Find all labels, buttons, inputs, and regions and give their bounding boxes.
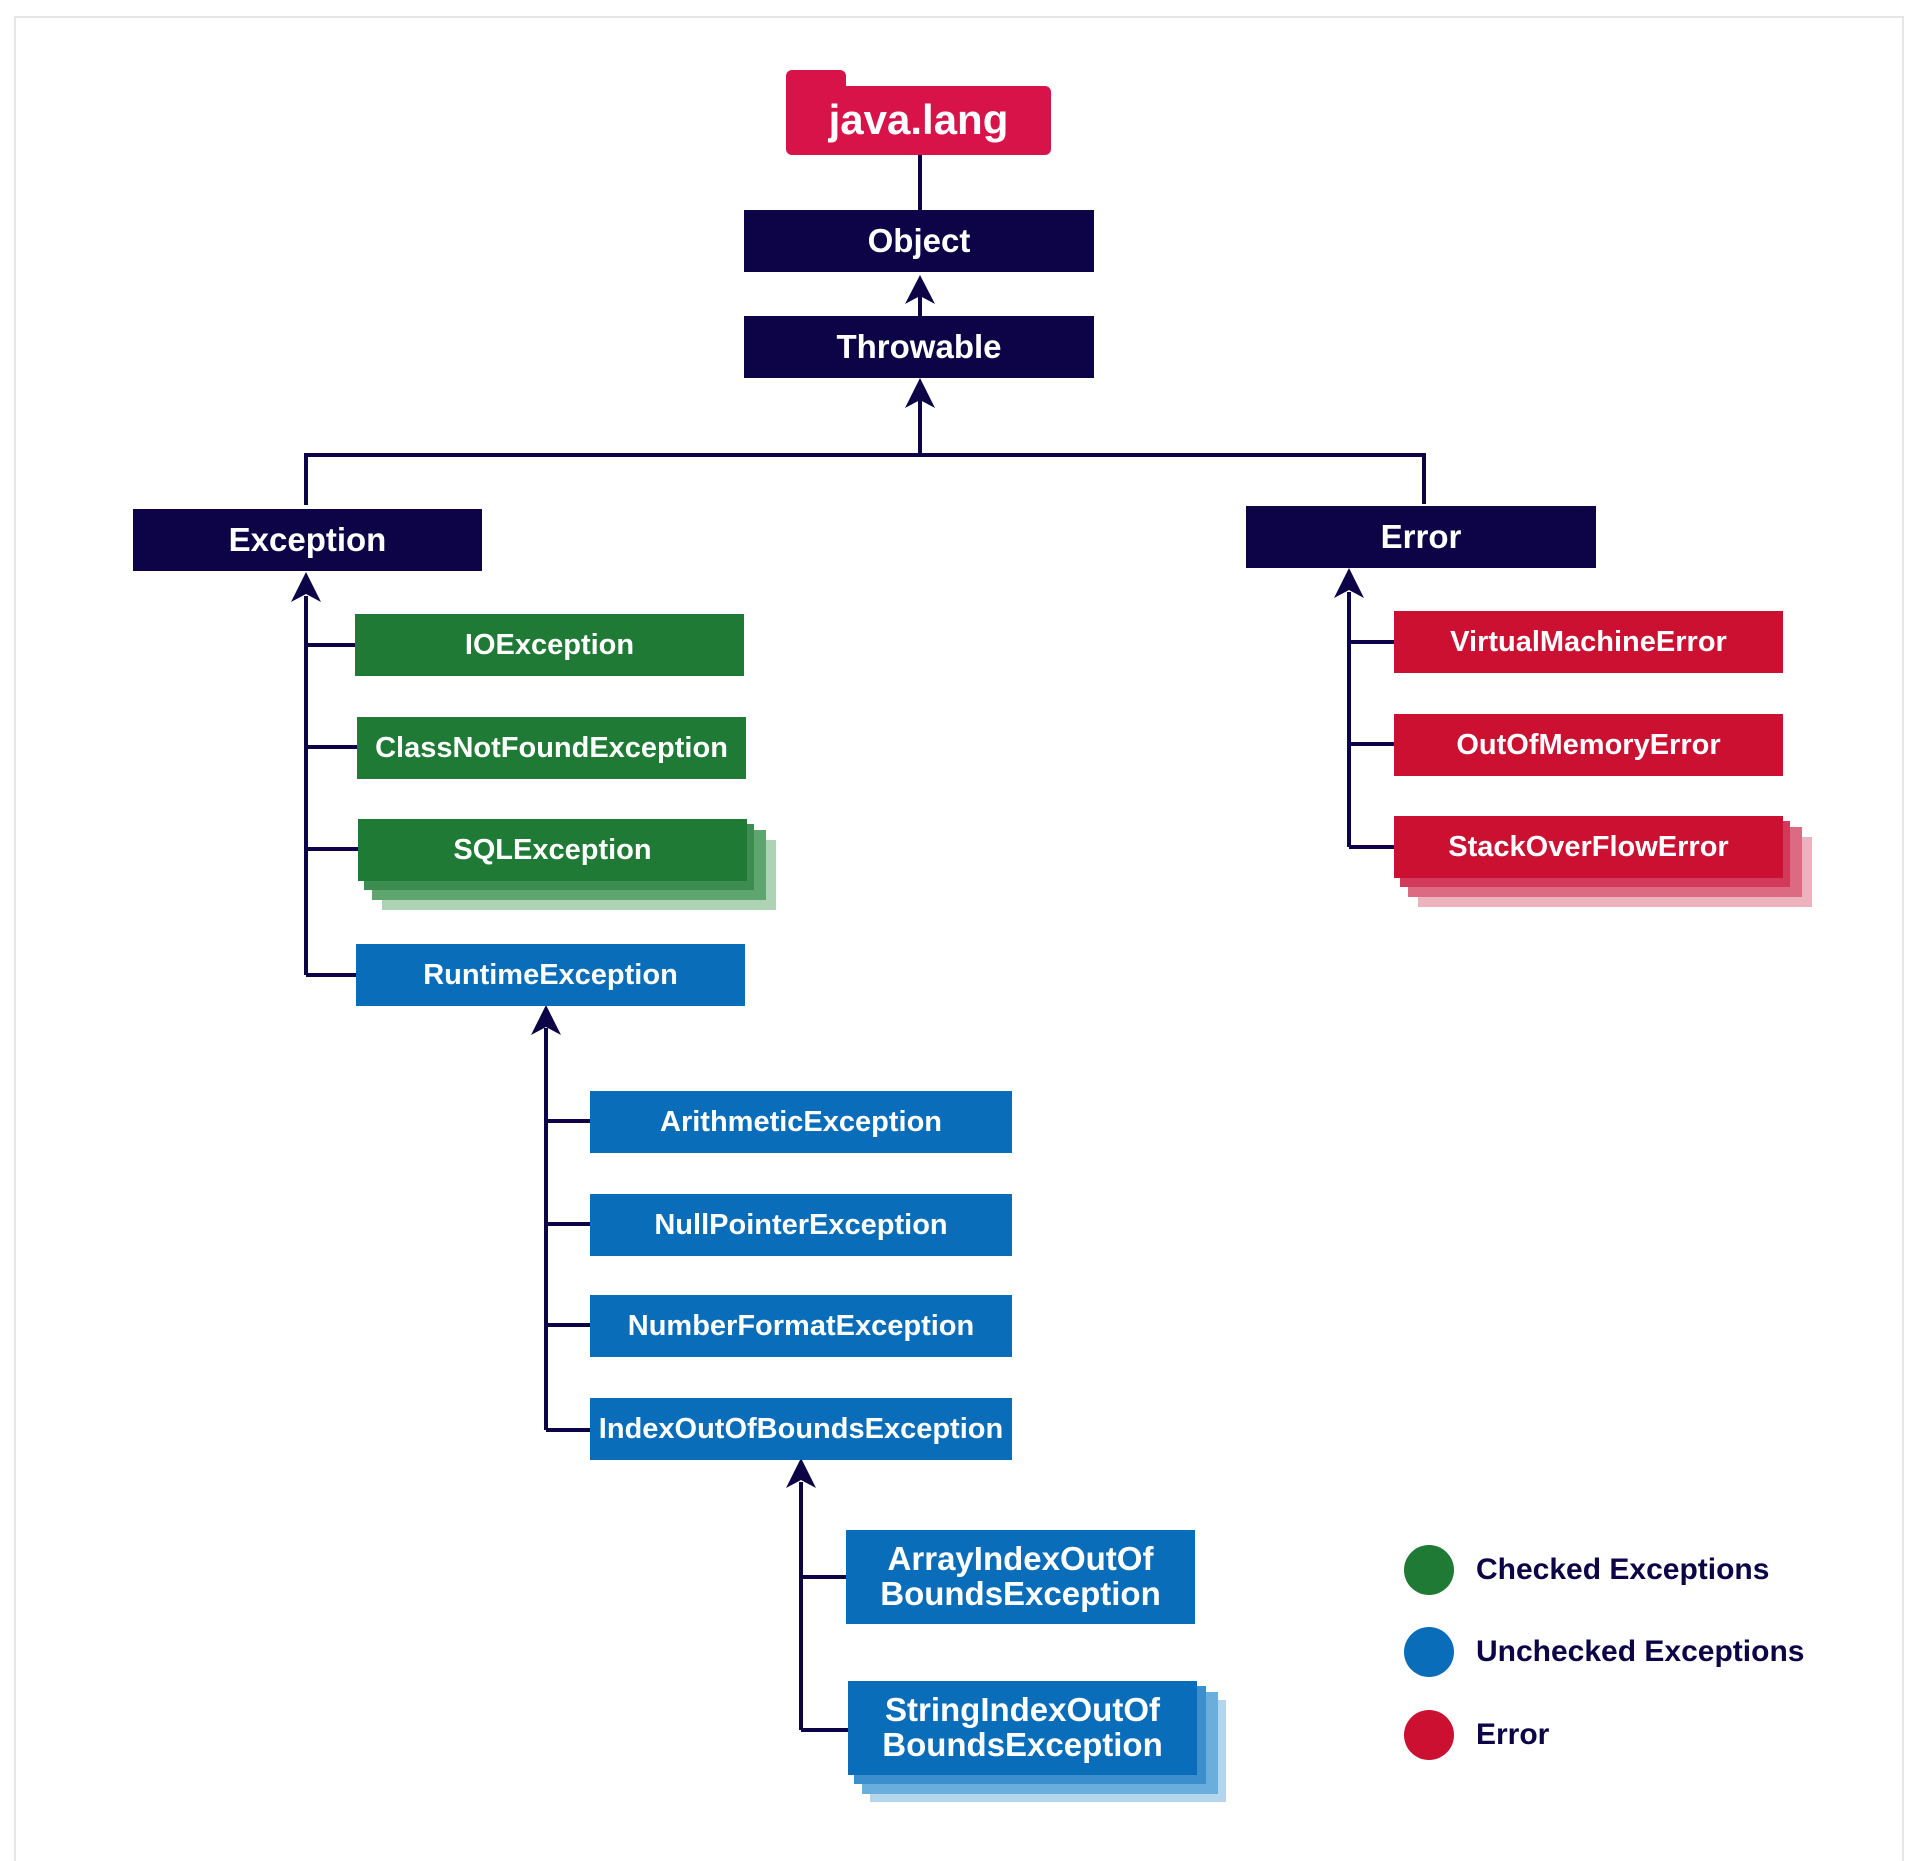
node-nullpointerexception: NullPointerException	[590, 1194, 1012, 1256]
node-indexoutofboundsexception-label: IndexOutOfBoundsException	[598, 1412, 1004, 1445]
node-exception: Exception	[133, 509, 482, 571]
node-object-label: Object	[867, 221, 971, 259]
node-error-label: Error	[1380, 517, 1462, 555]
node-virtualmachineerror-label: VirtualMachineError	[1450, 625, 1727, 658]
node-runtimeexception: RuntimeException	[356, 944, 745, 1006]
node-sqlexception-label: SQLException	[453, 833, 652, 866]
node-classnotfoundexception-label: ClassNotFoundException	[375, 731, 728, 764]
node-virtualmachineerror: VirtualMachineError	[1394, 611, 1783, 673]
node-throwable-label: Throwable	[836, 327, 1002, 365]
diagram-frame	[14, 16, 1904, 1861]
node-throwable: Throwable	[744, 316, 1094, 378]
node-arrayindexoutofboundsexception-label: ArrayIndexOutOf BoundsException	[880, 1540, 1161, 1612]
node-outofmemoryerror: OutOfMemoryError	[1394, 714, 1783, 776]
node-arithmeticexception: ArithmeticException	[590, 1091, 1012, 1153]
node-classnotfoundexception: ClassNotFoundException	[357, 717, 746, 779]
node-numberformatexception-label: NumberFormatException	[627, 1309, 975, 1342]
node-indexoutofboundsexception: IndexOutOfBoundsException	[590, 1398, 1012, 1460]
node-nullpointerexception-label: NullPointerException	[654, 1208, 948, 1241]
node-object: Object	[744, 210, 1094, 272]
node-ioexception-label: IOException	[464, 628, 635, 661]
node-error: Error	[1246, 506, 1596, 568]
package-java-lang: java.lang	[786, 86, 1051, 155]
legend-error: Error	[1404, 1710, 1549, 1760]
node-stackoverflowerror-label: StackOverFlowError	[1448, 830, 1729, 863]
legend-error-label: Error	[1476, 1718, 1550, 1751]
legend-dot-checked-icon	[1404, 1545, 1454, 1595]
node-ioexception: IOException	[355, 614, 744, 676]
legend-unchecked-label: Unchecked Exceptions	[1476, 1635, 1805, 1668]
node-arrayindexoutofboundsexception: ArrayIndexOutOf BoundsException	[846, 1530, 1195, 1624]
node-arithmeticexception-label: ArithmeticException	[660, 1105, 942, 1138]
node-exception-label: Exception	[228, 520, 387, 558]
node-sqlexception: SQLException	[358, 819, 747, 881]
legend-dot-unchecked-icon	[1404, 1627, 1454, 1677]
legend-checked: Checked Exceptions	[1404, 1545, 1769, 1595]
node-stackoverflowerror: StackOverFlowError	[1394, 816, 1783, 878]
legend-unchecked: Unchecked Exceptions	[1404, 1627, 1804, 1677]
node-stringindexoutofboundsexception: StringIndexOutOf BoundsException	[848, 1681, 1197, 1775]
legend-checked-label: Checked Exceptions	[1476, 1553, 1770, 1586]
node-numberformatexception: NumberFormatException	[590, 1295, 1012, 1357]
node-stringindexoutofboundsexception-label: StringIndexOutOf BoundsException	[882, 1691, 1163, 1763]
package-label: java.lang	[828, 96, 1009, 144]
node-outofmemoryerror-label: OutOfMemoryError	[1456, 728, 1721, 761]
node-runtimeexception-label: RuntimeException	[423, 958, 678, 991]
legend-dot-error-icon	[1404, 1710, 1454, 1760]
